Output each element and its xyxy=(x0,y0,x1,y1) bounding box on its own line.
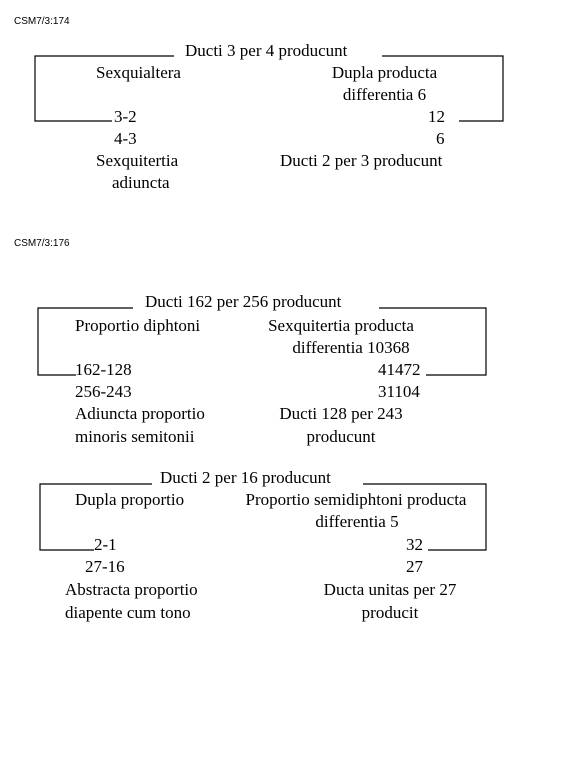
d2-left-caption-1: Adiuncta proportio xyxy=(75,404,205,423)
d3-left-number-2: 27-16 xyxy=(85,557,125,576)
d3-right-label-2: differentia 5 xyxy=(315,512,399,531)
d2-right-label-1: Sexquitertia producta xyxy=(268,316,414,335)
d3-right-caption-1: Ducta unitas per 27 xyxy=(323,580,457,599)
d2-reference: CSM7/3:176 xyxy=(14,238,70,249)
d2-left-bracket xyxy=(37,307,133,376)
d3-left-bracket xyxy=(39,483,152,551)
d3-header: Ducti 2 per 16 producunt xyxy=(160,468,331,487)
d2-right-caption-2: producunt xyxy=(306,427,376,446)
d2-left-number-1: 162-128 xyxy=(75,360,132,379)
d3-right-caption-2: producit xyxy=(361,603,419,622)
d3-left-label: Dupla proportio xyxy=(75,490,185,509)
d2-header: Ducti 162 per 256 producunt xyxy=(145,292,342,311)
d3-right-number-2: 27 xyxy=(406,557,423,576)
d2-left-number-2: 256-243 xyxy=(75,382,132,401)
d1-left-label: Sexquialtera xyxy=(96,63,181,82)
d1-header: Ducti 3 per 4 producunt xyxy=(185,41,348,60)
d2-right-bracket xyxy=(379,307,487,376)
d1-right-caption-1: Ducti 2 per 3 producunt xyxy=(280,151,443,170)
d2-left-label: Proportio diphtoni xyxy=(75,316,201,335)
d1-right-label-2: differentia 6 xyxy=(342,85,427,104)
d2-right-caption-1: Ducti 128 per 243 xyxy=(279,404,403,423)
d2-left-caption-2: minoris semitonii xyxy=(75,427,195,446)
d3-right-label-1: Proportio semidiphtoni producta xyxy=(245,490,467,509)
d2-right-label-2: differentia 10368 xyxy=(292,338,410,357)
d2-right-number-1: 41472 xyxy=(378,360,421,379)
d1-reference: CSM7/3:174 xyxy=(14,16,70,27)
d1-left-number-2: 4-3 xyxy=(114,129,137,148)
d1-left-bracket xyxy=(34,55,174,122)
d1-left-caption-1: Sexquitertia xyxy=(96,151,179,170)
d1-right-label-1: Dupla producta xyxy=(331,63,438,82)
d3-right-number-1: 32 xyxy=(406,535,423,554)
d3-left-caption-1: Abstracta proportio xyxy=(65,580,198,599)
d2-right-number-2: 31104 xyxy=(378,382,420,401)
d3-left-number-1: 2-1 xyxy=(94,535,117,554)
d3-left-caption-2: diapente cum tono xyxy=(65,603,191,622)
d1-right-number-2: 6 xyxy=(436,129,445,148)
d1-right-number-1: 12 xyxy=(428,107,445,126)
d1-left-caption-2: adiuncta xyxy=(112,173,170,192)
d3-right-bracket xyxy=(363,483,487,551)
d1-right-bracket xyxy=(382,55,504,122)
d1-left-number-1: 3-2 xyxy=(114,107,137,126)
